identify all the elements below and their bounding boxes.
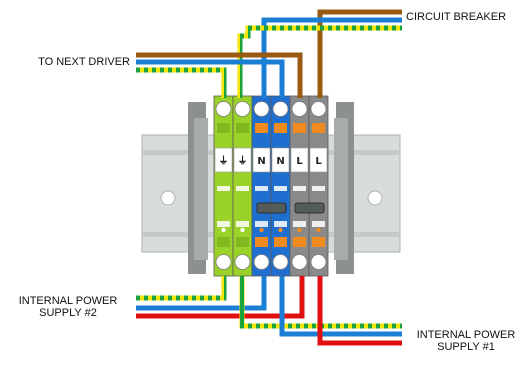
label-psu1-line1: INTERNAL POWER xyxy=(416,329,516,341)
wire-psu1-line xyxy=(317,276,402,346)
wire-next-driver-ground xyxy=(136,67,227,98)
jumper-line xyxy=(294,202,325,214)
wire-next-driver-neutral xyxy=(136,59,285,98)
label-psu2-line2: SUPPLY #2 xyxy=(39,307,97,319)
terminal-marker-3: N xyxy=(257,156,265,167)
wire-psu1-neutral xyxy=(279,276,402,337)
wire-breaker-neutral xyxy=(261,17,402,98)
label-psu1-line2: SUPPLY #1 xyxy=(437,341,495,353)
wire-psu2-neutral xyxy=(136,276,267,311)
wire-breaker-line xyxy=(317,9,402,98)
wires xyxy=(136,9,402,346)
end-bracket-right xyxy=(334,102,354,274)
terminal-4-neutral: N xyxy=(270,95,291,277)
end-bracket-left xyxy=(188,102,208,274)
label-internal-power-supply-1: INTERNAL POWER SUPPLY #1 xyxy=(404,329,528,353)
terminal-marker-4: N xyxy=(276,156,284,167)
terminal-5-line: L xyxy=(289,95,310,277)
terminal-6-line: L xyxy=(308,95,329,277)
wire-next-driver-line xyxy=(136,52,303,98)
rail-mounting-hole-right xyxy=(367,190,383,206)
terminal-2-ground: ⏚ xyxy=(232,95,253,277)
terminal-marker-2: ⏚ xyxy=(238,155,248,167)
terminal-1-ground: ⏚ xyxy=(213,95,234,277)
terminal-marker-6: L xyxy=(315,156,322,167)
terminal-3-neutral: N xyxy=(251,95,272,277)
label-to-next-driver: TO NEXT DRIVER xyxy=(38,56,130,68)
jumper-neutral xyxy=(256,202,287,214)
wire-psu2-line xyxy=(136,276,305,319)
wire-psu1-ground xyxy=(239,276,402,329)
rail-mounting-hole-left xyxy=(160,190,176,206)
wire-psu2-ground xyxy=(136,276,227,301)
terminal-marker-1: ⏚ xyxy=(219,155,229,167)
terminal-marker-5: L xyxy=(296,156,303,167)
label-internal-power-supply-2: INTERNAL POWER SUPPLY #2 xyxy=(4,295,132,319)
label-psu2-line1: INTERNAL POWER xyxy=(18,295,118,307)
label-circuit-breaker: CIRCUIT BREAKER xyxy=(406,11,507,23)
